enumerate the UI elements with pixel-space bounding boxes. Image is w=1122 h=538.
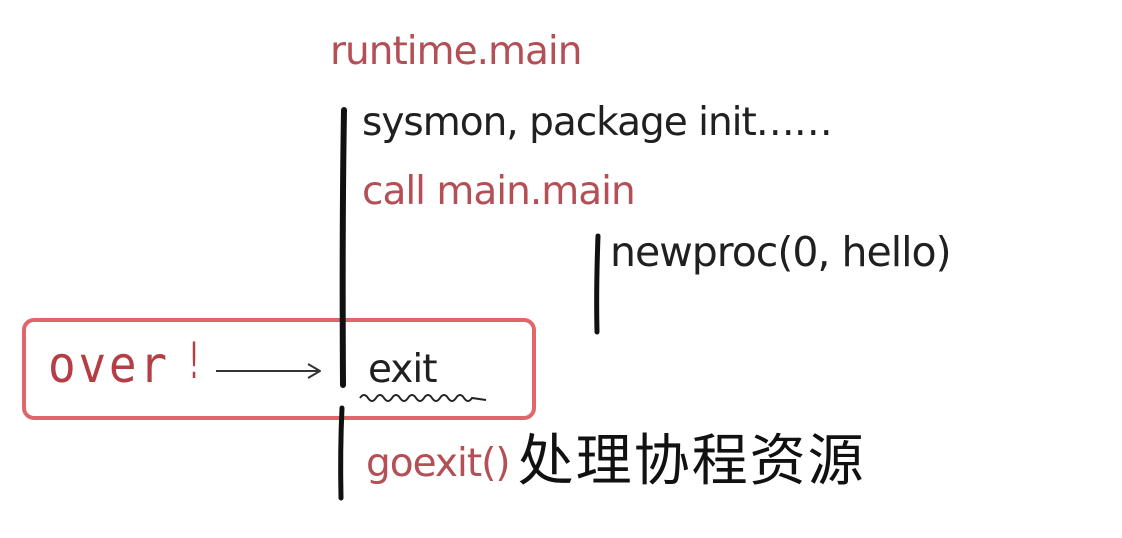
newproc-step: newproc(0, hello) bbox=[610, 228, 952, 276]
highlight-box bbox=[22, 318, 536, 420]
newproc-branch-line bbox=[594, 233, 601, 335]
goexit-note: 处理协程资源 bbox=[517, 429, 866, 494]
sysmon-step: sysmon, package init…… bbox=[362, 100, 833, 145]
goexit-step: goexit()处理协程资源 bbox=[366, 430, 866, 490]
over-exclamation: ! bbox=[189, 332, 200, 390]
call-main-step: call main.main bbox=[362, 169, 636, 214]
runtime-main-title: runtime.main bbox=[330, 29, 582, 74]
exit-step: exit bbox=[368, 347, 438, 392]
arrow-head-icon bbox=[307, 363, 321, 379]
exit-squiggle-underline bbox=[359, 394, 487, 402]
main-timeline-line bbox=[339, 107, 347, 388]
lower-timeline-line bbox=[338, 405, 345, 501]
over-annotation: over bbox=[48, 336, 170, 394]
goexit-label: goexit() bbox=[366, 441, 511, 486]
